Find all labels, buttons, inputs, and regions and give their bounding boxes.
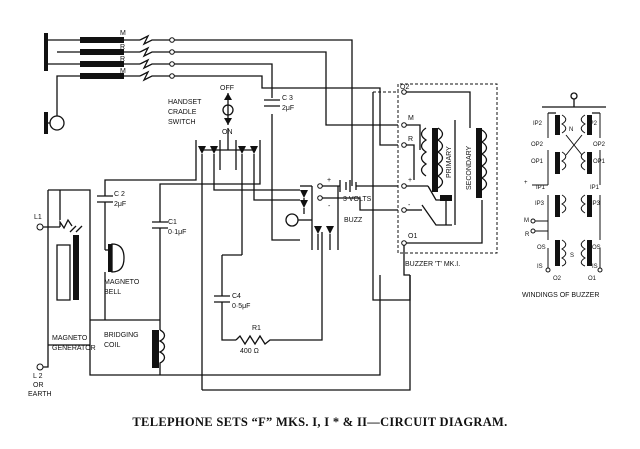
buzzer-caption: BUZZER 'T' MK.I. bbox=[405, 261, 460, 268]
c4-label: C4 bbox=[232, 293, 241, 300]
handset-receiver bbox=[44, 33, 60, 71]
r1-value: 400 Ω bbox=[240, 348, 259, 355]
mag-gen-label-1: MAGNETO bbox=[52, 335, 88, 342]
buzz-label: BUZZ bbox=[344, 217, 363, 224]
battery-3v bbox=[300, 178, 398, 211]
battery-plus: + bbox=[327, 177, 331, 184]
buzz-key bbox=[285, 186, 339, 250]
capacitor-c2 bbox=[97, 195, 113, 250]
bottom-wiring bbox=[43, 275, 411, 391]
c4-value: 0·5μF bbox=[232, 303, 250, 310]
w-ip2-right: IP2 bbox=[588, 121, 598, 127]
w-o1: O1 bbox=[588, 276, 597, 282]
magneto-bell bbox=[90, 243, 160, 321]
buzzer-term-plus: + bbox=[408, 177, 412, 184]
w-ip3-left: IP3 bbox=[535, 201, 545, 207]
mag-gen-label-2: GENERATOR bbox=[52, 345, 96, 352]
switch-wiring bbox=[104, 170, 300, 390]
cord-label-r2: R bbox=[120, 56, 125, 63]
w-is-right: IS bbox=[592, 264, 598, 270]
w-r: R bbox=[525, 232, 530, 238]
r1-label: R1 bbox=[252, 325, 261, 332]
primary-label: PRIMARY bbox=[446, 146, 453, 178]
w-ip1-left: IP1 bbox=[536, 185, 546, 191]
cradle-label-2: CRADLE bbox=[168, 109, 197, 116]
windings-caption: WINDINGS OF BUZZER bbox=[522, 292, 599, 299]
bridging-label-2: COIL bbox=[104, 342, 120, 349]
w-s: S bbox=[570, 253, 574, 259]
resistor-r1 bbox=[235, 232, 323, 346]
w-o2: O2 bbox=[553, 276, 562, 282]
buzzer-term-o2: O2 bbox=[400, 84, 409, 91]
l2-label-1: L 2 bbox=[33, 373, 43, 380]
mag-bell-label-1: MAGNETO bbox=[104, 279, 140, 286]
l1-label: L1 bbox=[34, 214, 42, 221]
cord-label-r1: R bbox=[120, 44, 125, 51]
buzzer-term-minus: - bbox=[408, 202, 411, 209]
capacitor-c1 bbox=[152, 221, 168, 320]
cord-label-m1: M bbox=[120, 30, 126, 37]
w-os-left: OS bbox=[537, 245, 546, 251]
handset-transmitter bbox=[44, 112, 65, 134]
magneto-generator bbox=[43, 189, 91, 346]
c3-value: 2μF bbox=[282, 105, 294, 112]
cradle-on-label: ON bbox=[222, 129, 233, 136]
w-ip2-left: IP2 bbox=[533, 121, 543, 127]
cradle-label-1: HANDSET bbox=[168, 99, 202, 106]
w-op2-right: OP2 bbox=[593, 142, 606, 148]
c3-label: C 3 bbox=[282, 95, 293, 102]
bridging-label-1: BRIDGING bbox=[104, 332, 139, 339]
w-n: N bbox=[569, 127, 573, 133]
plug-contacts bbox=[139, 34, 175, 82]
capacitor-c4 bbox=[214, 254, 242, 341]
l2-label-2: OR bbox=[33, 382, 44, 389]
buzzer-term-o1: O1 bbox=[408, 233, 417, 240]
w-op1-right: OP1 bbox=[593, 159, 606, 165]
bridging-coil bbox=[152, 320, 166, 375]
c1-label: C1 bbox=[168, 219, 177, 226]
w-ip1-right: IP1 bbox=[590, 185, 600, 191]
c2-label: C 2 bbox=[114, 191, 125, 198]
w-is-left: IS bbox=[537, 264, 543, 270]
terminal-l2 bbox=[36, 363, 44, 371]
handset-cord bbox=[56, 37, 140, 116]
l2-label-3: EARTH bbox=[28, 391, 52, 398]
buzzer-term-r: R bbox=[408, 136, 413, 143]
c1-value: 0·1μF bbox=[168, 229, 186, 236]
w-plus: + bbox=[524, 180, 528, 186]
battery-volts: 3 VOLTS bbox=[343, 196, 372, 203]
secondary-label: SECONDARY bbox=[466, 145, 473, 190]
capacitor-c3 bbox=[264, 99, 280, 107]
battery-minus: - bbox=[328, 203, 331, 210]
buzzer-unit bbox=[372, 83, 498, 301]
cord-label-m2: M bbox=[120, 68, 126, 75]
w-os-right: OS bbox=[592, 245, 601, 251]
top-wiring bbox=[174, 39, 398, 241]
mag-bell-label-2: BELL bbox=[104, 289, 121, 296]
w-ip3-right: IP3 bbox=[591, 201, 601, 207]
cradle-switch bbox=[195, 93, 261, 170]
w-m: M bbox=[524, 218, 529, 224]
w-op1-left: OP1 bbox=[531, 159, 544, 165]
c2-value: 2μF bbox=[114, 201, 126, 208]
buzzer-term-m: M bbox=[408, 115, 414, 122]
terminal-l1 bbox=[36, 223, 44, 231]
cradle-off-label: OFF bbox=[220, 85, 234, 92]
cradle-label-3: SWITCH bbox=[168, 119, 196, 126]
w-op2-left: OP2 bbox=[531, 142, 544, 148]
buzzer-windings bbox=[530, 92, 606, 273]
diagram-title: TELEPHONE SETS “F” MKS. I, I * & II—CIRC… bbox=[132, 415, 507, 429]
